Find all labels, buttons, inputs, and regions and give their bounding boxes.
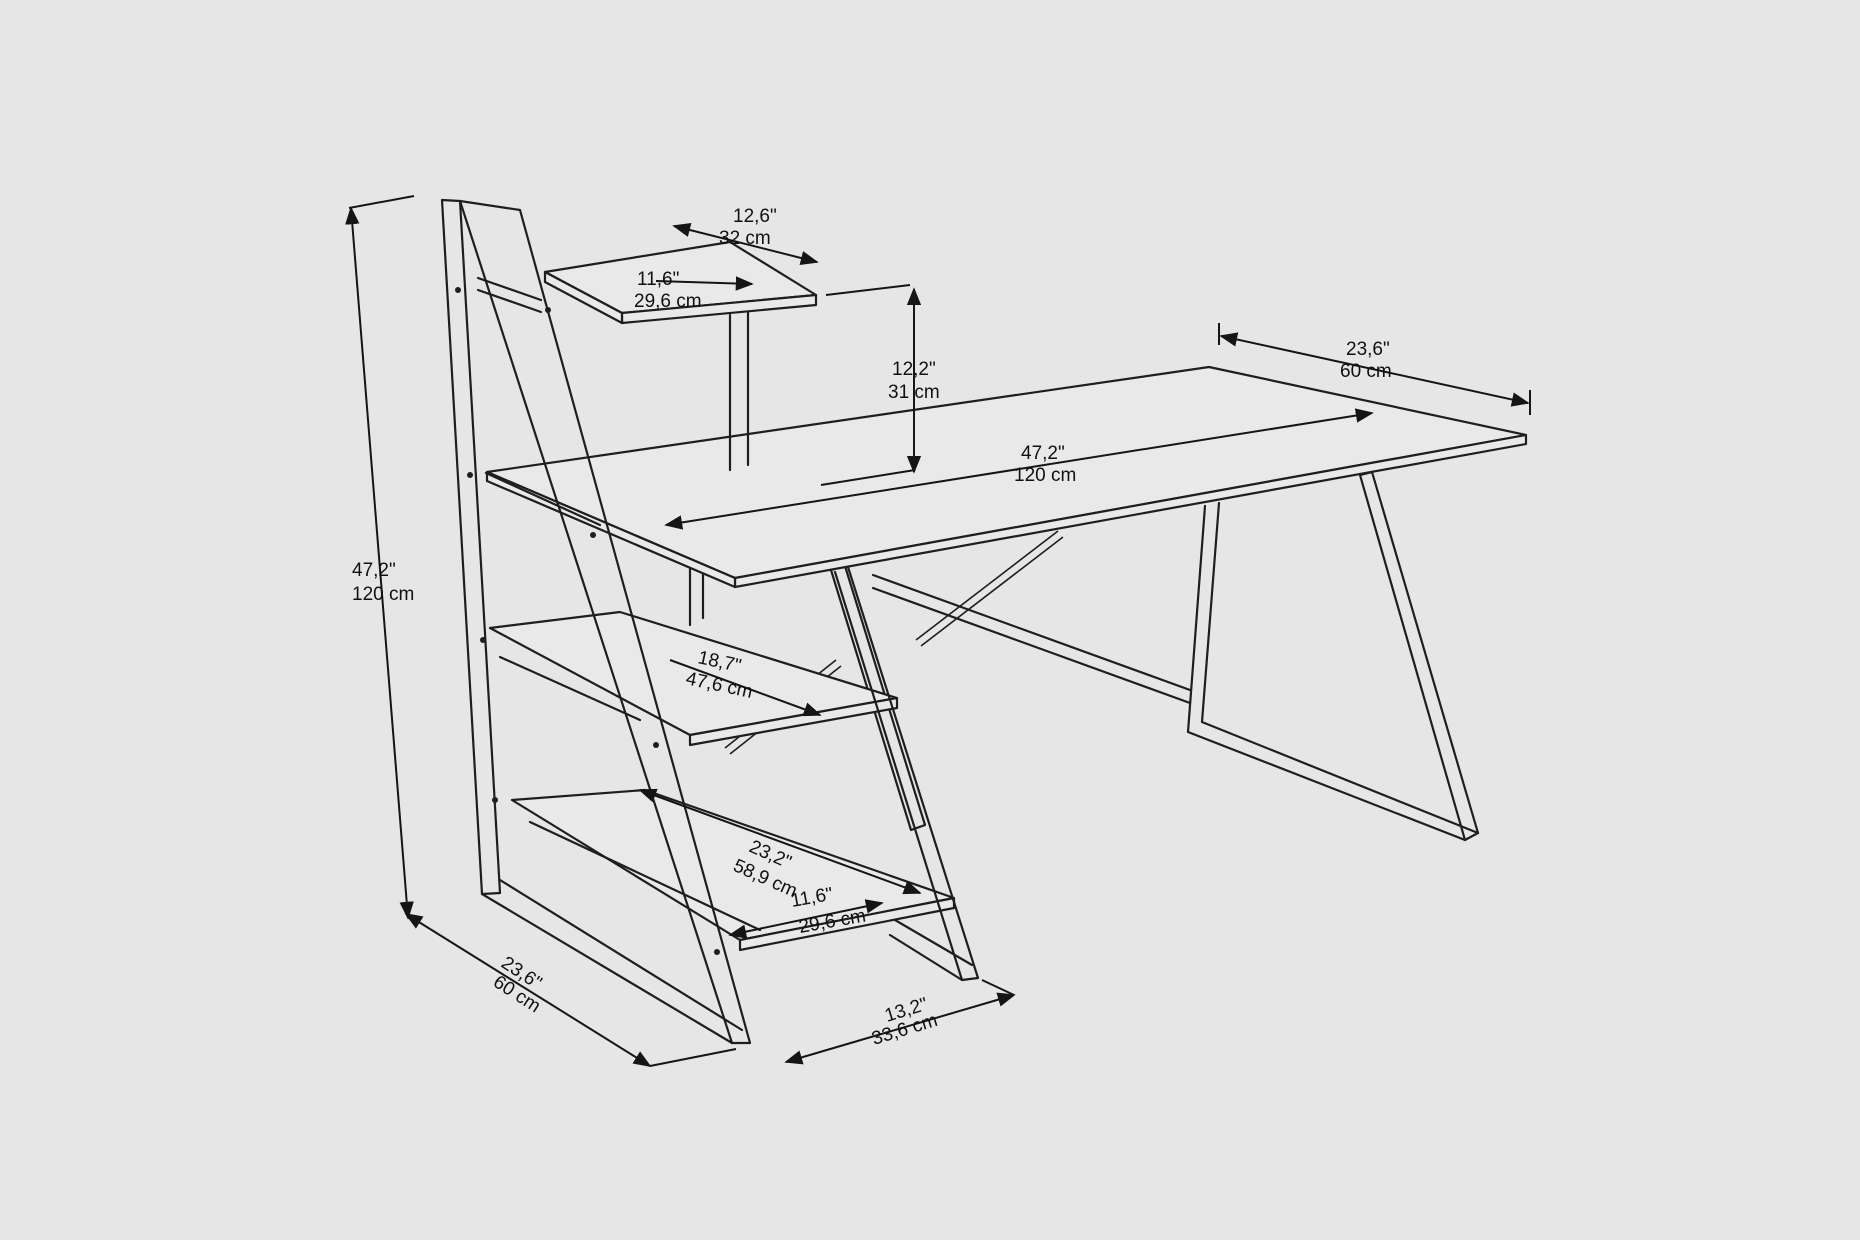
dim-base-depth: 23,6" 60 cm xyxy=(404,913,737,1067)
dim-top-shelf-height-imperial: 12,2" xyxy=(892,359,936,380)
dim-top-shelf-depth-metric: 32 cm xyxy=(719,228,771,249)
dim-top-shelf-height-metric: 31 cm xyxy=(888,382,940,403)
dim-base-width: 13,2" 33,6 cm xyxy=(784,979,1016,1065)
dim-top-shelf-width-metric: 29,6 cm xyxy=(634,291,702,312)
dim-desk-width-metric: 120 cm xyxy=(1014,465,1076,486)
dim-top-shelf-depth: 12,6" 32 cm xyxy=(672,206,819,266)
desktop-panel xyxy=(485,365,1528,589)
dim-total-height-metric: 120 cm xyxy=(352,584,414,605)
under-desk-post xyxy=(688,565,705,627)
back-crossbar xyxy=(871,573,1192,705)
dim-desk-depth: 23,6" 60 cm xyxy=(1218,323,1531,415)
frame-bolts xyxy=(455,287,720,955)
right-leg-frame xyxy=(1186,470,1480,842)
dim-desk-width: 47,2" 120 cm xyxy=(664,408,1374,530)
dim-bottom-shelf-width: 11,6" 29,6 cm xyxy=(728,884,884,939)
dim-total-height-imperial: 47,2" xyxy=(352,560,396,581)
dim-top-shelf-width-imperial: 11,6" xyxy=(637,269,679,290)
dim-desk-depth-imperial: 23,6" xyxy=(1346,339,1390,360)
dim-total-height: 47,2" 120 cm xyxy=(345,195,414,920)
dim-desk-width-imperial: 47,2" xyxy=(1021,443,1065,464)
dim-desk-depth-metric: 60 cm xyxy=(1340,361,1392,382)
dim-top-shelf-depth-imperial: 12,6" xyxy=(733,206,777,227)
dim-top-shelf-width: 11,6" 29,6 cm xyxy=(634,269,754,312)
